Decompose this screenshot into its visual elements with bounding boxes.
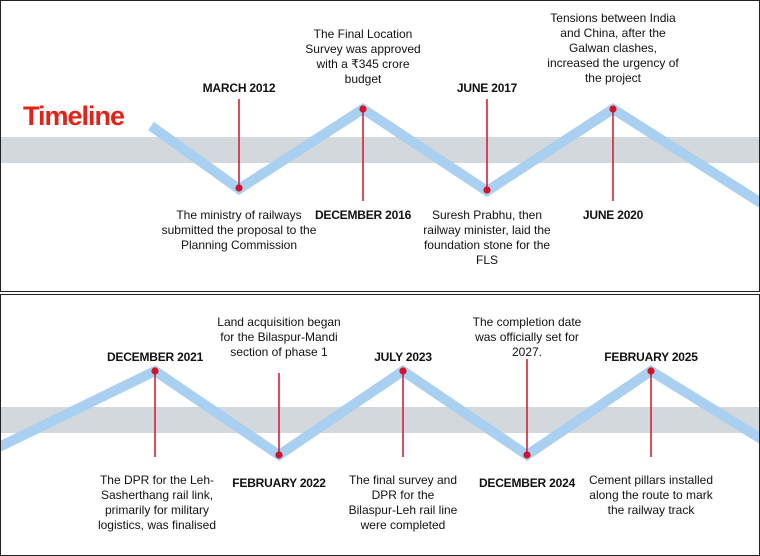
event-marker [647, 367, 655, 375]
event-marker [275, 451, 283, 459]
event-marker [235, 184, 243, 192]
timeline-panel-bottom: DECEMBER 2021 The DPR for the Leh-Sasher… [0, 294, 760, 556]
event-description: The completion date was officially set f… [472, 315, 582, 359]
grey-band [1, 137, 759, 163]
event-marker [151, 367, 159, 375]
event-marker [609, 105, 617, 113]
event-description: Land acquisition began for the Bilaspur-… [217, 315, 341, 359]
event-date: JULY 2023 [374, 350, 432, 364]
timeline-panel-top: Timeline MARCH 2012 The ministry of rail… [0, 0, 760, 292]
event-date: DECEMBER 2021 [106, 350, 204, 364]
event-description: Suresh Prabhu, then railway minister, la… [423, 208, 551, 267]
event-description: The DPR for the Leh-Sasherthang rail lin… [97, 473, 217, 532]
grey-band [1, 407, 759, 433]
event-description: The final survey and DPR for the Bilaspu… [348, 473, 458, 532]
event-marker [359, 105, 367, 113]
event-marker [523, 451, 531, 459]
event-date: FEBRUARY 2022 [232, 476, 326, 490]
event-description: The Final Location Survey was approved w… [305, 27, 421, 86]
event-marker [483, 186, 491, 194]
event-date: JUNE 2020 [582, 208, 644, 222]
event-marker [399, 367, 407, 375]
event-description: The ministry of railways submitted the p… [161, 208, 317, 252]
event-description: Tensions between India and China, after … [547, 11, 679, 85]
track-diagram-bottom [1, 359, 759, 462]
timeline-title: Timeline [23, 101, 125, 131]
event-date: MARCH 2012 [202, 81, 276, 95]
event-date: FEBRUARY 2025 [604, 350, 698, 364]
track-diagram-top [1, 99, 759, 208]
event-description: Cement pillars installed along the route… [588, 473, 714, 517]
event-date: DECEMBER 2016 [314, 208, 412, 222]
zigzag-track [148, 103, 759, 208]
event-date: JUNE 2017 [456, 81, 518, 95]
event-date: DECEMBER 2024 [478, 476, 576, 490]
